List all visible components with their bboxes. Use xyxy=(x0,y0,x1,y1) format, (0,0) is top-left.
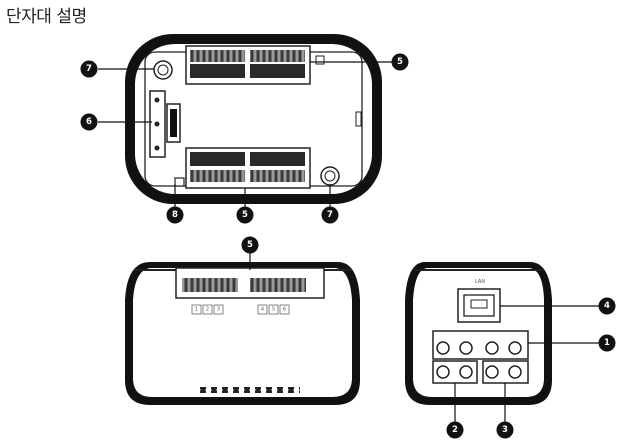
bottom-right-terminal-pair xyxy=(482,360,529,384)
callout-bottom-right-terminals: 3 xyxy=(496,421,514,439)
terminal-number: 6 xyxy=(283,307,286,313)
terminal-number: 3 xyxy=(217,307,220,313)
svg-text:5: 5 xyxy=(397,57,403,67)
top-view: 7 6 5 8 5 7 xyxy=(80,34,409,224)
callout-bottom-terminal: 5 xyxy=(236,206,254,224)
terminal-number: 4 xyxy=(261,307,264,313)
bottom-right-screw xyxy=(320,166,340,186)
side-switch xyxy=(149,90,181,158)
callout-top-terminals: 1 xyxy=(598,334,616,352)
top-left-screw xyxy=(153,60,173,80)
svg-text:5: 5 xyxy=(247,240,253,250)
top-terminal-block xyxy=(185,45,311,85)
front-terminal-number-labels: 1 2 3 4 5 6 xyxy=(191,304,290,315)
svg-text:6: 6 xyxy=(86,117,92,127)
callout-top-left-screw: 7 xyxy=(80,60,98,78)
vent-slots xyxy=(196,387,300,393)
callout-bottom-left-terminals: 2 xyxy=(446,421,464,439)
callout-bottom-right-screw: 7 xyxy=(321,206,339,224)
top-terminal-row xyxy=(432,330,529,360)
callout-side-switch: 6 xyxy=(80,113,98,131)
lan-port xyxy=(457,288,501,323)
lan-port-label: LAN xyxy=(475,279,485,285)
front-view: 1 2 3 4 5 6 5 xyxy=(125,236,360,405)
callout-bottom-left: 8 xyxy=(166,206,184,224)
terminal-number: 5 xyxy=(272,307,275,313)
terminal-number: 1 xyxy=(195,307,198,313)
svg-text:7: 7 xyxy=(86,64,92,74)
page-title: 단자대 설명 xyxy=(6,7,87,27)
svg-text:1: 1 xyxy=(604,338,610,348)
svg-text:4: 4 xyxy=(604,301,610,311)
callout-lan-port: 4 xyxy=(598,297,616,315)
svg-text:2: 2 xyxy=(452,425,458,435)
terminal-number: 2 xyxy=(206,307,209,313)
callout-front-terminal: 5 xyxy=(241,236,259,254)
svg-text:5: 5 xyxy=(242,210,248,220)
svg-text:8: 8 xyxy=(172,210,178,220)
callout-top-right-terminal: 5 xyxy=(391,53,409,71)
bottom-terminal-block xyxy=(185,147,311,189)
svg-text:3: 3 xyxy=(502,425,508,435)
svg-text:7: 7 xyxy=(327,210,333,220)
side-view: LAN A B C D xyxy=(405,262,616,439)
bottom-left-terminal-pair xyxy=(432,360,478,384)
front-terminal-block xyxy=(175,267,325,299)
